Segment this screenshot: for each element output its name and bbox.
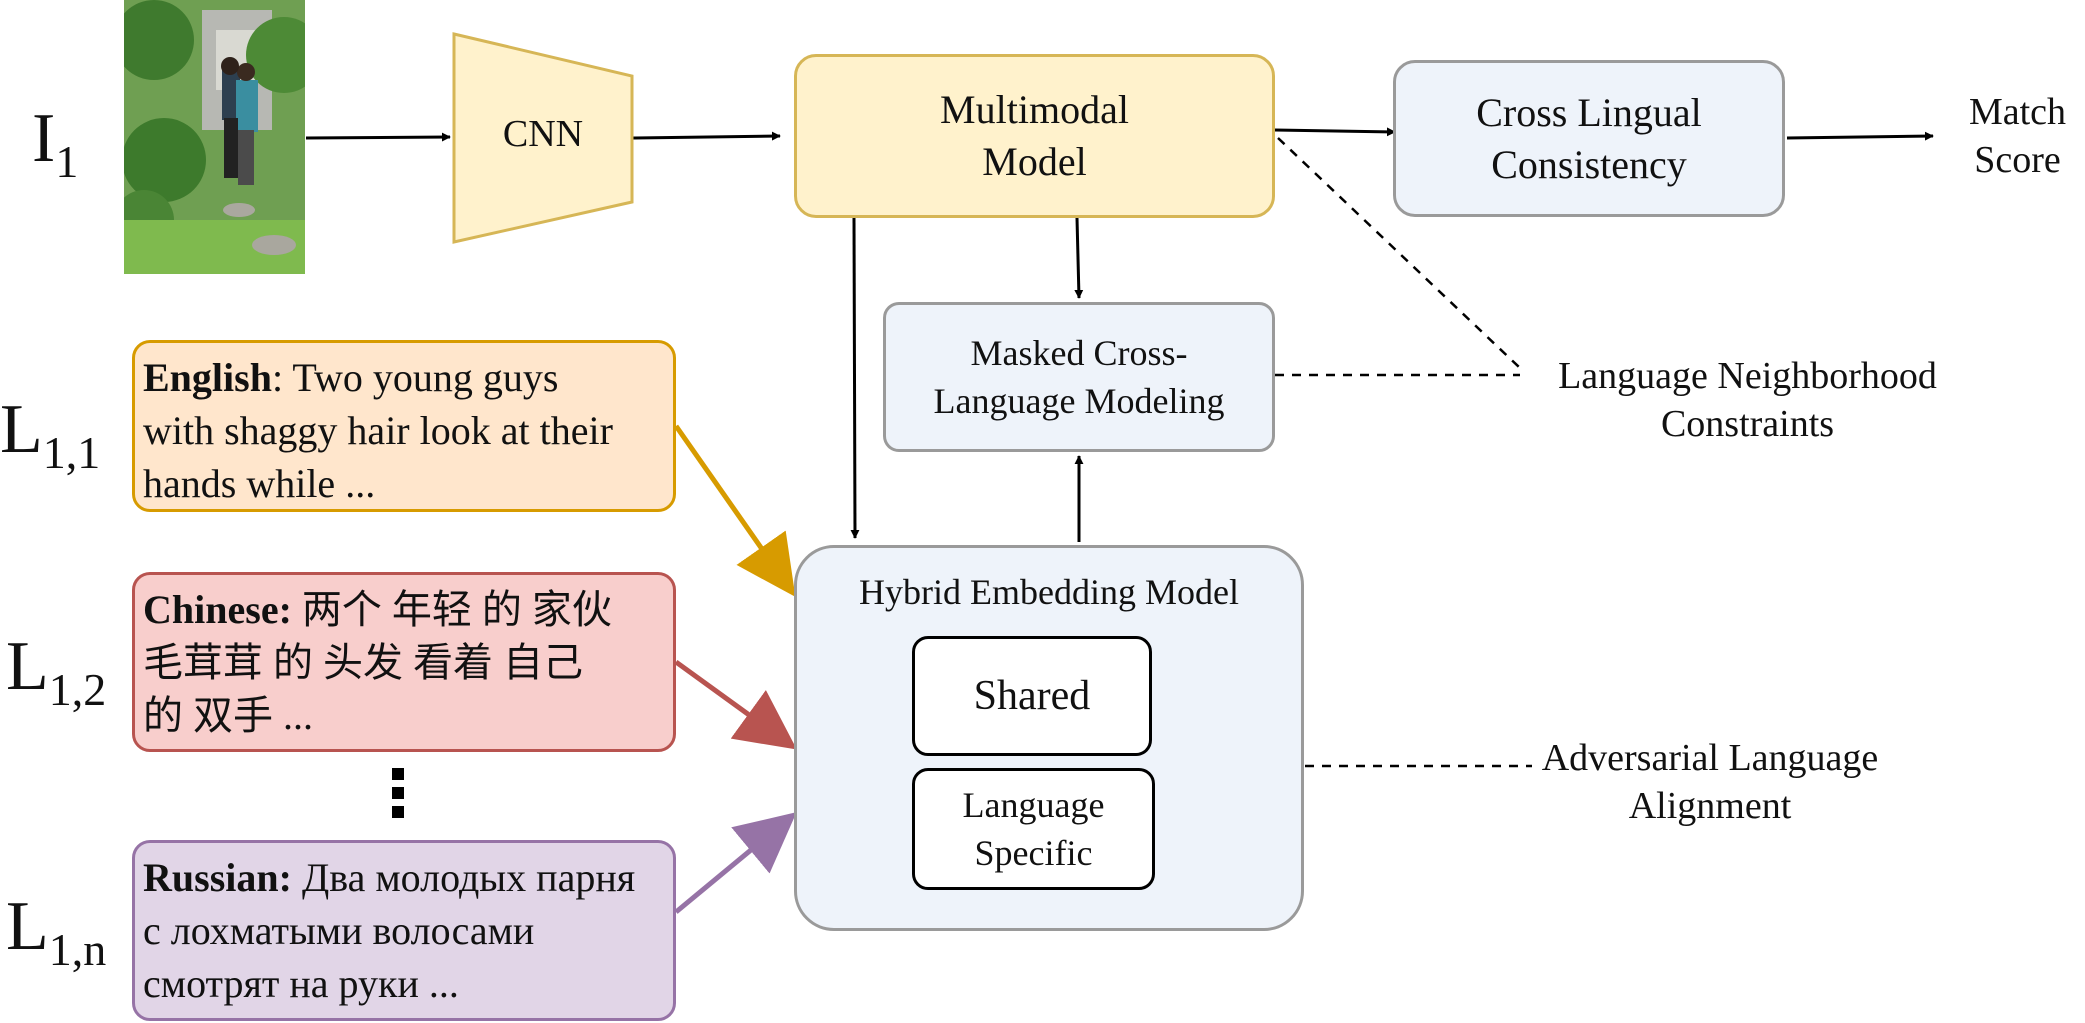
- arrow-consistency-to-score: [1786, 131, 1934, 141]
- masked-cross-language-modeling-box: Masked Cross- Language Modeling: [883, 302, 1275, 452]
- arrow-multimodal-to-hybrid: [850, 217, 860, 539]
- neighborhood-line1: Language Neighborhood: [1558, 355, 1937, 397]
- input-photo: [124, 0, 305, 274]
- arrow-multimodal-to-masked: [1074, 217, 1084, 299]
- english-line1: English: Two young guys: [143, 355, 559, 400]
- masked-line1: Masked Cross-: [970, 333, 1188, 373]
- chinese-line3: 的 双手 ...: [143, 693, 313, 738]
- russian-line3: смотрят на руки ...: [143, 961, 459, 1006]
- match-score-label: Match Score: [1950, 88, 2085, 184]
- multimodal-model-box: Multimodal Model: [794, 54, 1275, 218]
- specific-line2: Specific: [974, 833, 1093, 873]
- russian-line2: с лохматыми волосами: [143, 908, 535, 953]
- match-score-line1: Match: [1968, 91, 2067, 133]
- arrow-cnn-to-multimodal: [631, 131, 781, 141]
- adversarial-language-alignment-label: Adversarial Language Alignment: [1520, 734, 1900, 830]
- language-neighborhood-constraints-label: Language Neighborhood Constraints: [1520, 352, 1975, 448]
- multimodal-line2: Model: [982, 139, 1087, 184]
- shared-label: Shared: [973, 673, 1091, 719]
- adversarial-line2: Alignment: [1628, 785, 1792, 827]
- chinese-line1: Chinese: 两个 年轻 的 家伙: [143, 587, 612, 632]
- cross-lingual-consistency-box: Cross Lingual Consistency: [1393, 60, 1785, 217]
- russian-caption-box: Russian: Два молодых парня с лохматыми в…: [132, 840, 676, 1021]
- more-languages-ellipsis: [392, 768, 404, 825]
- shared-box: Shared: [912, 636, 1152, 756]
- english-line3: hands while ...: [143, 461, 376, 506]
- english-variable-label: L1,1: [0, 391, 101, 479]
- match-score-line2: Score: [1974, 139, 2061, 181]
- cnn-label: CNN: [502, 113, 584, 155]
- chinese-variable-label: L1,2: [6, 628, 107, 716]
- dash-multimodal-to-neighborhood: [1277, 137, 1521, 369]
- arrow-english-to-hybrid: [673, 424, 796, 597]
- language-specific-box: Language Specific: [912, 768, 1155, 890]
- cnn-trapezoid: [452, 32, 634, 244]
- neighborhood-line2: Constraints: [1660, 403, 1835, 445]
- arrow-chinese-to-hybrid: [674, 659, 797, 750]
- hybrid-embedding-model-box: Hybrid Embedding Model Shared Language S…: [794, 545, 1304, 931]
- adversarial-line1: Adversarial Language: [1541, 737, 1879, 779]
- english-line2: with shaggy hair look at their: [143, 408, 613, 453]
- english-caption-box: English: Two young guys with shaggy hair…: [132, 340, 676, 512]
- chinese-name: Chinese:: [143, 587, 292, 632]
- arrow-image-to-cnn: [305, 132, 451, 142]
- image-variable-label: I1: [32, 100, 79, 188]
- russian-line1: Russian: Два молодых парня: [143, 855, 636, 900]
- arrow-multimodal-to-consistency: [1274, 127, 1396, 137]
- chinese-caption-box: Chinese: 两个 年轻 的 家伙 毛茸茸 的 头发 看着 自己 的 双手 …: [132, 572, 676, 752]
- masked-line2: Language Modeling: [933, 381, 1225, 421]
- russian-variable-label: L1,n: [6, 888, 107, 976]
- multimodal-line1: Multimodal: [940, 87, 1129, 132]
- arrow-russian-to-hybrid: [674, 812, 797, 914]
- consistency-line2: Consistency: [1491, 141, 1687, 187]
- specific-line1: Language: [962, 785, 1105, 825]
- chinese-line2: 毛茸茸 的 头发 看着 自己: [143, 640, 583, 685]
- russian-name: Russian:: [143, 855, 292, 900]
- hybrid-title: Hybrid Embedding Model: [859, 572, 1239, 612]
- english-name: English: [143, 355, 272, 400]
- consistency-line1: Cross Lingual: [1476, 89, 1702, 135]
